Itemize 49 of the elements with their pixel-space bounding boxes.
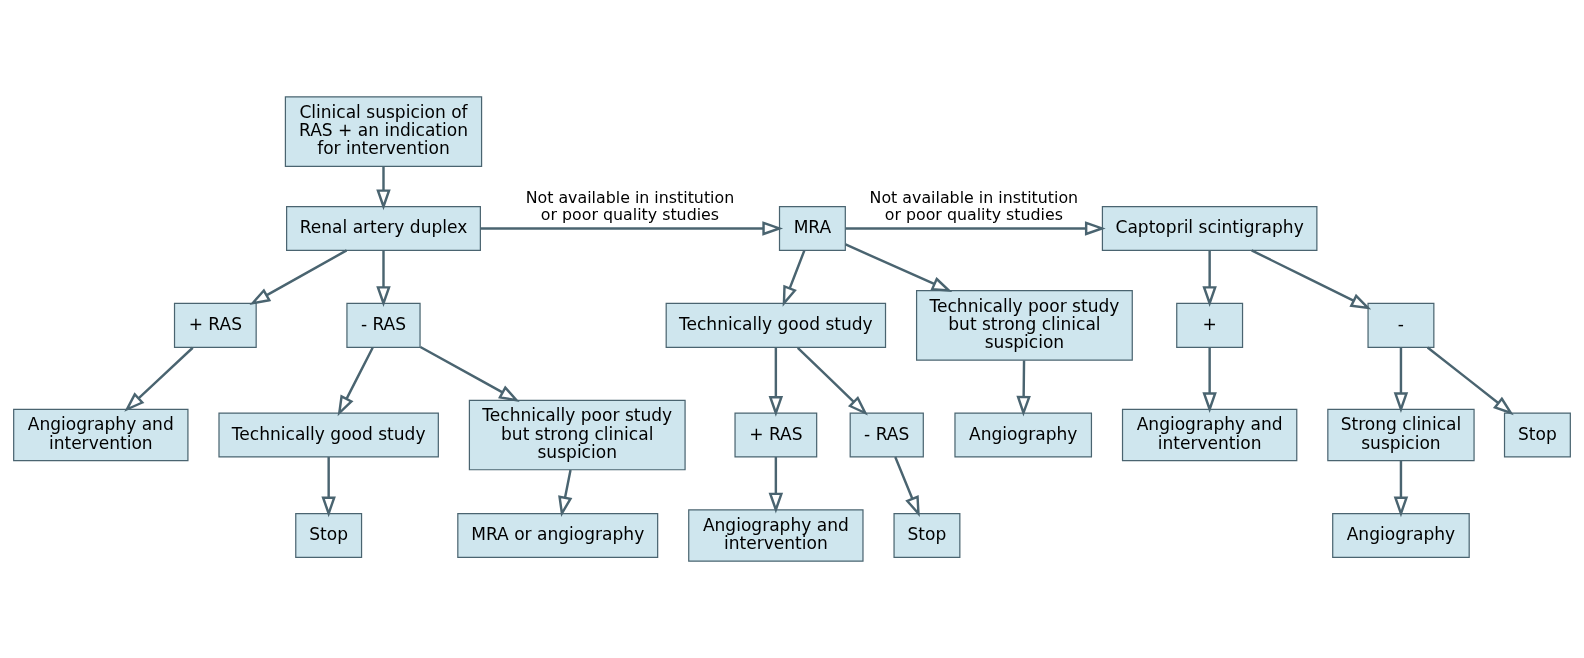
arrow bbox=[249, 249, 348, 305]
node-box: + RAS bbox=[734, 412, 818, 458]
node-box: Captopril scintigraphy bbox=[1101, 205, 1318, 251]
arrow bbox=[1202, 347, 1217, 413]
node-box: + RAS bbox=[173, 302, 257, 348]
arrow bbox=[1202, 250, 1217, 307]
node-box: Technically poor study but strong clinical suspicion bbox=[916, 290, 1133, 361]
arrow bbox=[845, 221, 1106, 236]
node-box: Angiography bbox=[1332, 513, 1470, 559]
node-box: + bbox=[1176, 302, 1244, 348]
node-box: Angiography and intervention bbox=[13, 408, 189, 462]
node-box: Technically poor study but strong clinical suspicion bbox=[468, 399, 686, 471]
arrow bbox=[768, 457, 784, 514]
node-box: Angiography and intervention bbox=[1121, 408, 1298, 462]
arrow bbox=[1393, 347, 1409, 413]
arrow bbox=[1016, 360, 1031, 417]
node-box: Angiography bbox=[954, 412, 1093, 458]
node-box: Technically good study bbox=[218, 412, 439, 458]
node-box: - RAS bbox=[346, 302, 421, 348]
edge-label: Not available in institution or poor quality studies bbox=[525, 188, 735, 225]
arrow bbox=[1393, 461, 1409, 518]
node-box: - RAS bbox=[849, 412, 924, 458]
arrow bbox=[845, 243, 953, 292]
arrow bbox=[337, 347, 374, 417]
arrow bbox=[782, 250, 806, 307]
node-box: Angiography and intervention bbox=[688, 509, 864, 562]
arrow bbox=[768, 347, 784, 417]
arrow bbox=[376, 166, 391, 211]
node-box: Stop bbox=[1503, 412, 1571, 458]
node-box: - bbox=[1367, 302, 1435, 348]
arrow bbox=[480, 221, 784, 236]
node-box: Strong clinical suspicion bbox=[1327, 408, 1475, 462]
node-box: MRA bbox=[778, 205, 846, 251]
arrow bbox=[1251, 249, 1372, 310]
arrow bbox=[558, 469, 573, 517]
arrow bbox=[124, 346, 194, 412]
arrow bbox=[321, 457, 336, 518]
node-box: Technically good study bbox=[665, 302, 887, 348]
node-box: Stop bbox=[295, 513, 363, 559]
node-box: MRA or angiography bbox=[457, 513, 659, 559]
arrow bbox=[894, 456, 920, 517]
arrow bbox=[419, 345, 520, 402]
node-box: Stop bbox=[893, 513, 961, 559]
arrow bbox=[1426, 346, 1514, 416]
edge-label: Not available in institution or poor quality studies bbox=[869, 188, 1079, 225]
node-box: Clinical suspicion of RAS + an indication for intervention bbox=[284, 96, 483, 167]
arrow bbox=[376, 250, 391, 307]
node-box: Renal artery duplex bbox=[286, 205, 481, 251]
arrow bbox=[796, 346, 868, 416]
